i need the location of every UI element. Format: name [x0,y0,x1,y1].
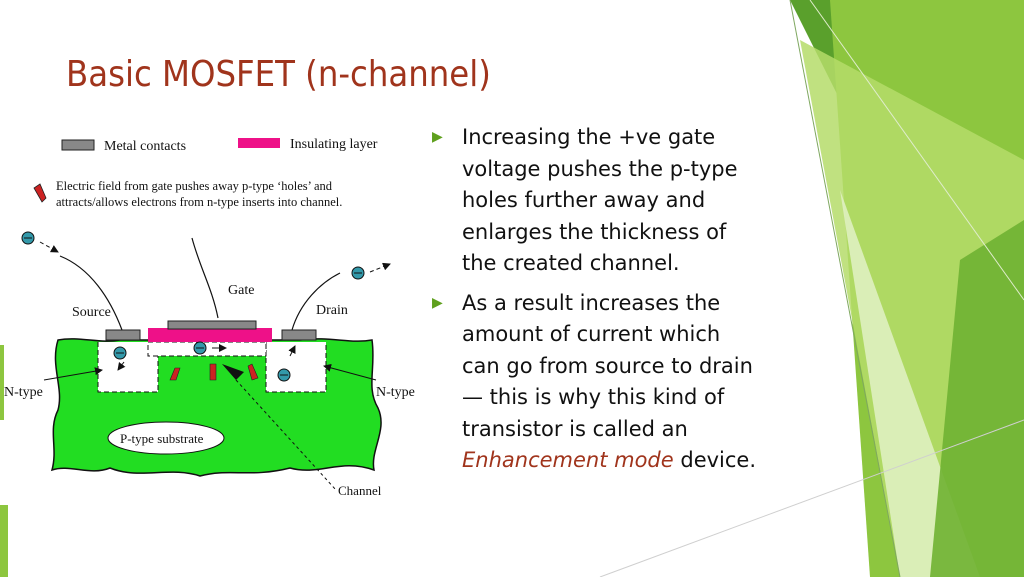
triangle-bullet-icon: ▶ [432,294,443,311]
source-wire [59,255,123,331]
deco-line-2 [599,419,1024,577]
bullet-list: ▶ Increasing the +ve gate voltage pushes… [432,122,762,485]
bullet-emphasis: Enhancement mode [462,448,674,472]
label-channel: Channel [338,483,382,498]
gate-metal-contact [167,320,257,330]
bullet-text-1: Increasing the +ve gate voltage pushes t… [462,125,738,275]
deco-dark-facet [930,220,1024,577]
channel-region [147,341,267,357]
field-arrow-icon [247,363,259,381]
bullet-text-2-after: device. [673,448,757,472]
bullet-item-1: ▶ Increasing the +ve gate voltage pushes… [432,122,762,280]
bullet-text-2-before: As a result increases the amount of curr… [462,290,753,441]
label-drain: Drain [316,303,348,318]
n-type-region-right [265,342,327,393]
bullet-item-2: ▶ As a result increases the amount of cu… [432,288,762,477]
source-metal-contact [105,329,141,341]
deco-line-3 [809,0,1024,301]
label-n-type-right: N-type [376,385,415,400]
deco-line-1 [789,0,901,577]
n-type-region-left [97,342,159,393]
drain-metal-contact [281,329,317,341]
legend-field-arrow-icon [33,183,47,203]
insulating-layer [148,328,272,342]
label-p-type-substrate: P-type substrate [120,431,204,446]
legend-field-line-2: attracts/allows electrons from n-type in… [56,195,342,209]
label-n-type-left: N-type [4,385,43,400]
legend-metal-contacts: Metal contacts [104,139,186,154]
field-arrow-icon [209,363,217,381]
legend-field-line-1: Electric field from gate pushes away p-t… [56,179,333,193]
insulating-layer-swatch [238,138,280,148]
metal-contact-swatch [61,139,95,151]
electron-path-right [369,262,391,273]
channel-pointer-icon [222,364,244,380]
channel-pointer-line [235,379,337,491]
slide-title: Basic MOSFET (n-channel) [66,54,491,95]
drain-wire [291,272,341,331]
substrate-label-ellipse [107,421,225,455]
n-type-right-pointer [323,363,377,381]
gate-wire [191,237,219,319]
deco-left-bottom-strip [0,505,8,577]
field-arrow-icon [169,367,181,381]
legend-insulating-layer: Insulating layer [290,137,378,152]
mosfet-diagram: Metal contacts Insulating layer Electric… [4,137,415,498]
label-source: Source [72,305,111,320]
label-gate: Gate [228,283,254,298]
electron-path-left [39,241,59,253]
deco-left-mid-strip [0,345,4,420]
n-type-left-pointer [43,367,103,381]
triangle-bullet-icon: ▶ [432,129,443,145]
